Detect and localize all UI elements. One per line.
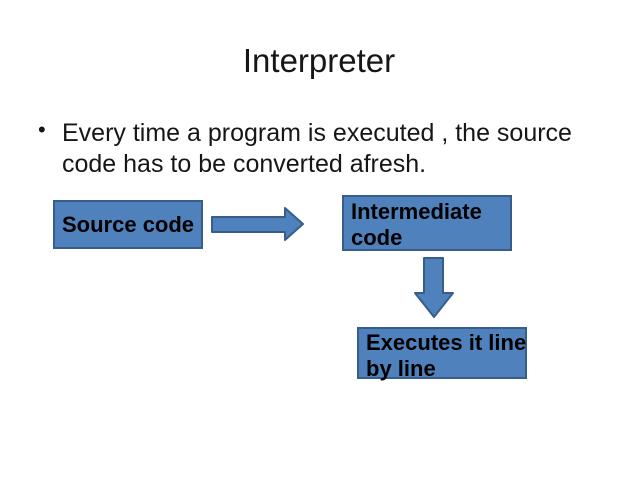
slide-title: Interpreter: [242, 42, 396, 79]
right-arrow-shape: [211, 207, 304, 241]
executes-label-line: by line: [366, 356, 436, 381]
intermediate-code-label-line: Intermediate: [351, 199, 482, 224]
intermediate-code-label-line: code: [351, 225, 403, 250]
down-arrow-shape: [414, 257, 454, 318]
executes-label-line: Executes it line: [366, 330, 527, 355]
bullet-marker: •: [38, 117, 46, 142]
source-code-label: Source code: [62, 211, 195, 237]
right-arrow-icon: [211, 207, 304, 241]
source-code-box: Source code: [53, 200, 203, 249]
bullet-text-line: code has to be converted afresh.: [62, 150, 427, 178]
bullet-text: Every time a program is executed , the s…: [62, 118, 624, 180]
bullet-text-line: Every time a program is executed , the s…: [62, 119, 572, 147]
executes-box: Executes it line by line: [357, 327, 527, 381]
down-arrow-icon: [414, 257, 454, 318]
bullet-item: • Every time a program is executed , the…: [38, 117, 624, 180]
intermediate-code-box: Intermediate code: [342, 195, 512, 251]
